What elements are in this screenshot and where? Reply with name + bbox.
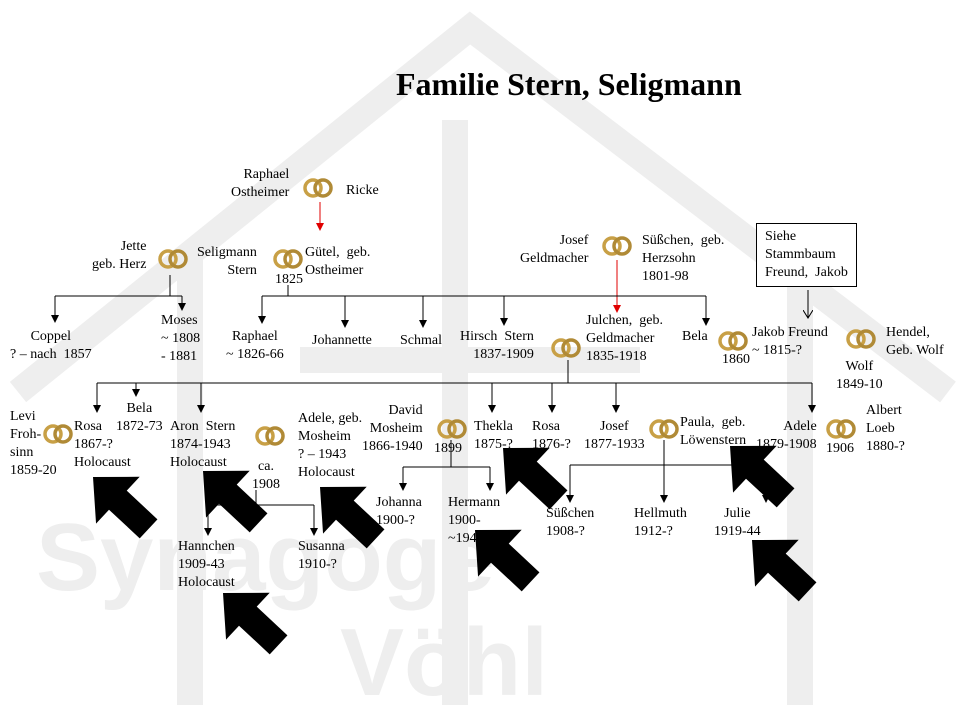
- person-aron-stern: Aron Stern 1874-1943 Holocaust: [170, 419, 236, 470]
- person-rosa-1867: Rosa 1867-? Holocaust: [74, 419, 131, 470]
- person-julchen: Julchen, geb. Geldmacher 1835-1918: [586, 313, 663, 364]
- person-seligmann-stern: Seligmann Stern: [197, 245, 257, 278]
- wedding-rings-icon: [602, 236, 632, 256]
- wedding-rings-icon: [718, 331, 748, 351]
- marriage-year-1906: 1906: [826, 441, 854, 456]
- person-wolf: Wolf 1849-10: [836, 359, 883, 392]
- wedding-rings-icon: [158, 249, 188, 269]
- person-suesschen-1908: Süßchen 1908-?: [546, 506, 595, 539]
- person-johannette: Johannette: [312, 333, 372, 348]
- person-raphael-ostheimer: Raphael Ostheimer: [231, 167, 290, 200]
- marriage-year-1860: 1860: [722, 352, 750, 367]
- person-hannchen: Hannchen 1909-43 Holocaust: [178, 539, 235, 590]
- wedding-rings-icon: [255, 426, 285, 446]
- wedding-rings-icon: [273, 249, 303, 269]
- marriage-year-1899: 1899: [434, 441, 462, 456]
- person-levi-frohsinn: Levi Froh- sinn 1859-20: [10, 409, 57, 478]
- wedding-rings-icon: [826, 419, 856, 439]
- person-rosa-1876: Rosa 1876-?: [532, 419, 571, 452]
- wedding-rings-icon: [846, 329, 876, 349]
- person-paula: Paula, geb. Löwenstern: [680, 415, 747, 448]
- person-moses: Moses ~ 1808 - 1881: [161, 313, 201, 364]
- person-bela: Bela: [682, 329, 708, 344]
- person-guetel: Gütel, geb. Ostheimer: [305, 245, 371, 278]
- person-raphael-1826: Raphael ~ 1826-66: [226, 329, 284, 362]
- person-josef-geldmacher: Josef Geldmacher: [520, 233, 589, 266]
- person-hendel: Hendel, Geb. Wolf: [886, 325, 944, 358]
- person-susanna: Susanna 1910-?: [298, 539, 345, 572]
- person-hermann: Hermann 1900- ~1945: [448, 495, 501, 546]
- page-title: Familie Stern, Seligmann: [396, 66, 742, 102]
- wedding-rings-icon: [649, 419, 679, 439]
- reference-box-text: Siehe Stammbaum Freund, Jakob: [765, 229, 848, 280]
- person-david-mosheim: David Mosheim 1866-1940: [362, 403, 423, 454]
- marriage-year-1825: 1825: [275, 272, 303, 287]
- person-hirsch-stern: Hirsch Stern 1837-1909: [460, 329, 534, 362]
- person-coppel: Coppel ? – nach 1857: [10, 329, 92, 362]
- marriage-year-ca-1908: ca. 1908: [252, 459, 280, 492]
- person-schmal: Schmal: [400, 333, 442, 348]
- wedding-rings-icon: [551, 338, 581, 358]
- person-ricke: Ricke: [346, 183, 379, 198]
- person-thekla: Thekla 1875-?: [474, 419, 513, 452]
- person-johanna: Johanna 1900-?: [376, 495, 422, 528]
- person-jette: Jette geb. Herz: [92, 239, 147, 272]
- person-adele-1879: Adele 1879-1908: [756, 419, 817, 452]
- person-suesschen-herzsohn: Süßchen, geb. Herzsohn 1801-98: [642, 233, 725, 284]
- reference-box: Siehe Stammbaum Freund, Jakob: [756, 223, 857, 287]
- wedding-rings-icon: [437, 419, 467, 439]
- person-josef-1877: Josef 1877-1933: [584, 419, 645, 452]
- person-bela-1872: Bela 1872-73: [116, 401, 163, 434]
- person-jakob-freund: Jakob Freund ~ 1815-?: [752, 325, 828, 358]
- watermark-text-voehl: Vöhl: [340, 609, 548, 716]
- person-adele-mosheim: Adele, geb. Mosheim ? – 1943 Holocaust: [298, 411, 363, 480]
- person-albert-loeb: Albert Loeb 1880-?: [866, 403, 905, 454]
- wedding-rings-icon: [303, 178, 333, 198]
- person-julie: Julie 1919-44: [714, 506, 761, 539]
- wedding-rings-icon: [43, 424, 73, 444]
- person-hellmuth: Hellmuth 1912-?: [634, 506, 687, 539]
